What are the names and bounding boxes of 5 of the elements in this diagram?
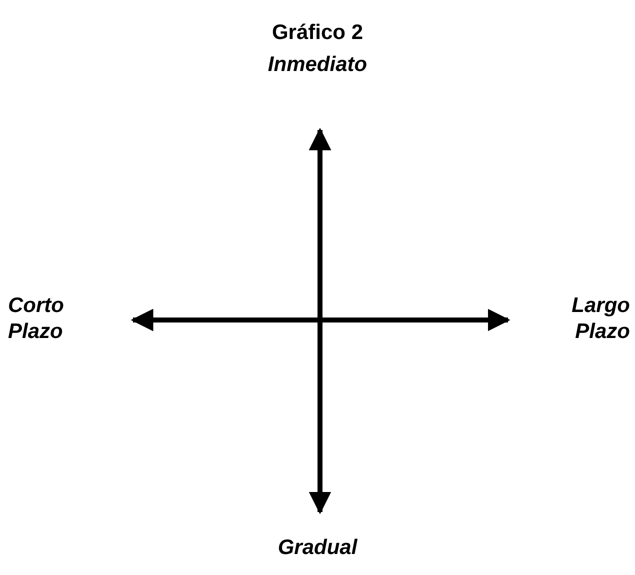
axis-label: Largo Plazo <box>570 293 630 345</box>
chart-title: Gráfico 2 <box>270 20 364 46</box>
axis-label: Corto Plazo <box>8 293 65 345</box>
axis-label: Inmediato <box>266 52 368 78</box>
axis-label: Gradual <box>276 535 358 561</box>
